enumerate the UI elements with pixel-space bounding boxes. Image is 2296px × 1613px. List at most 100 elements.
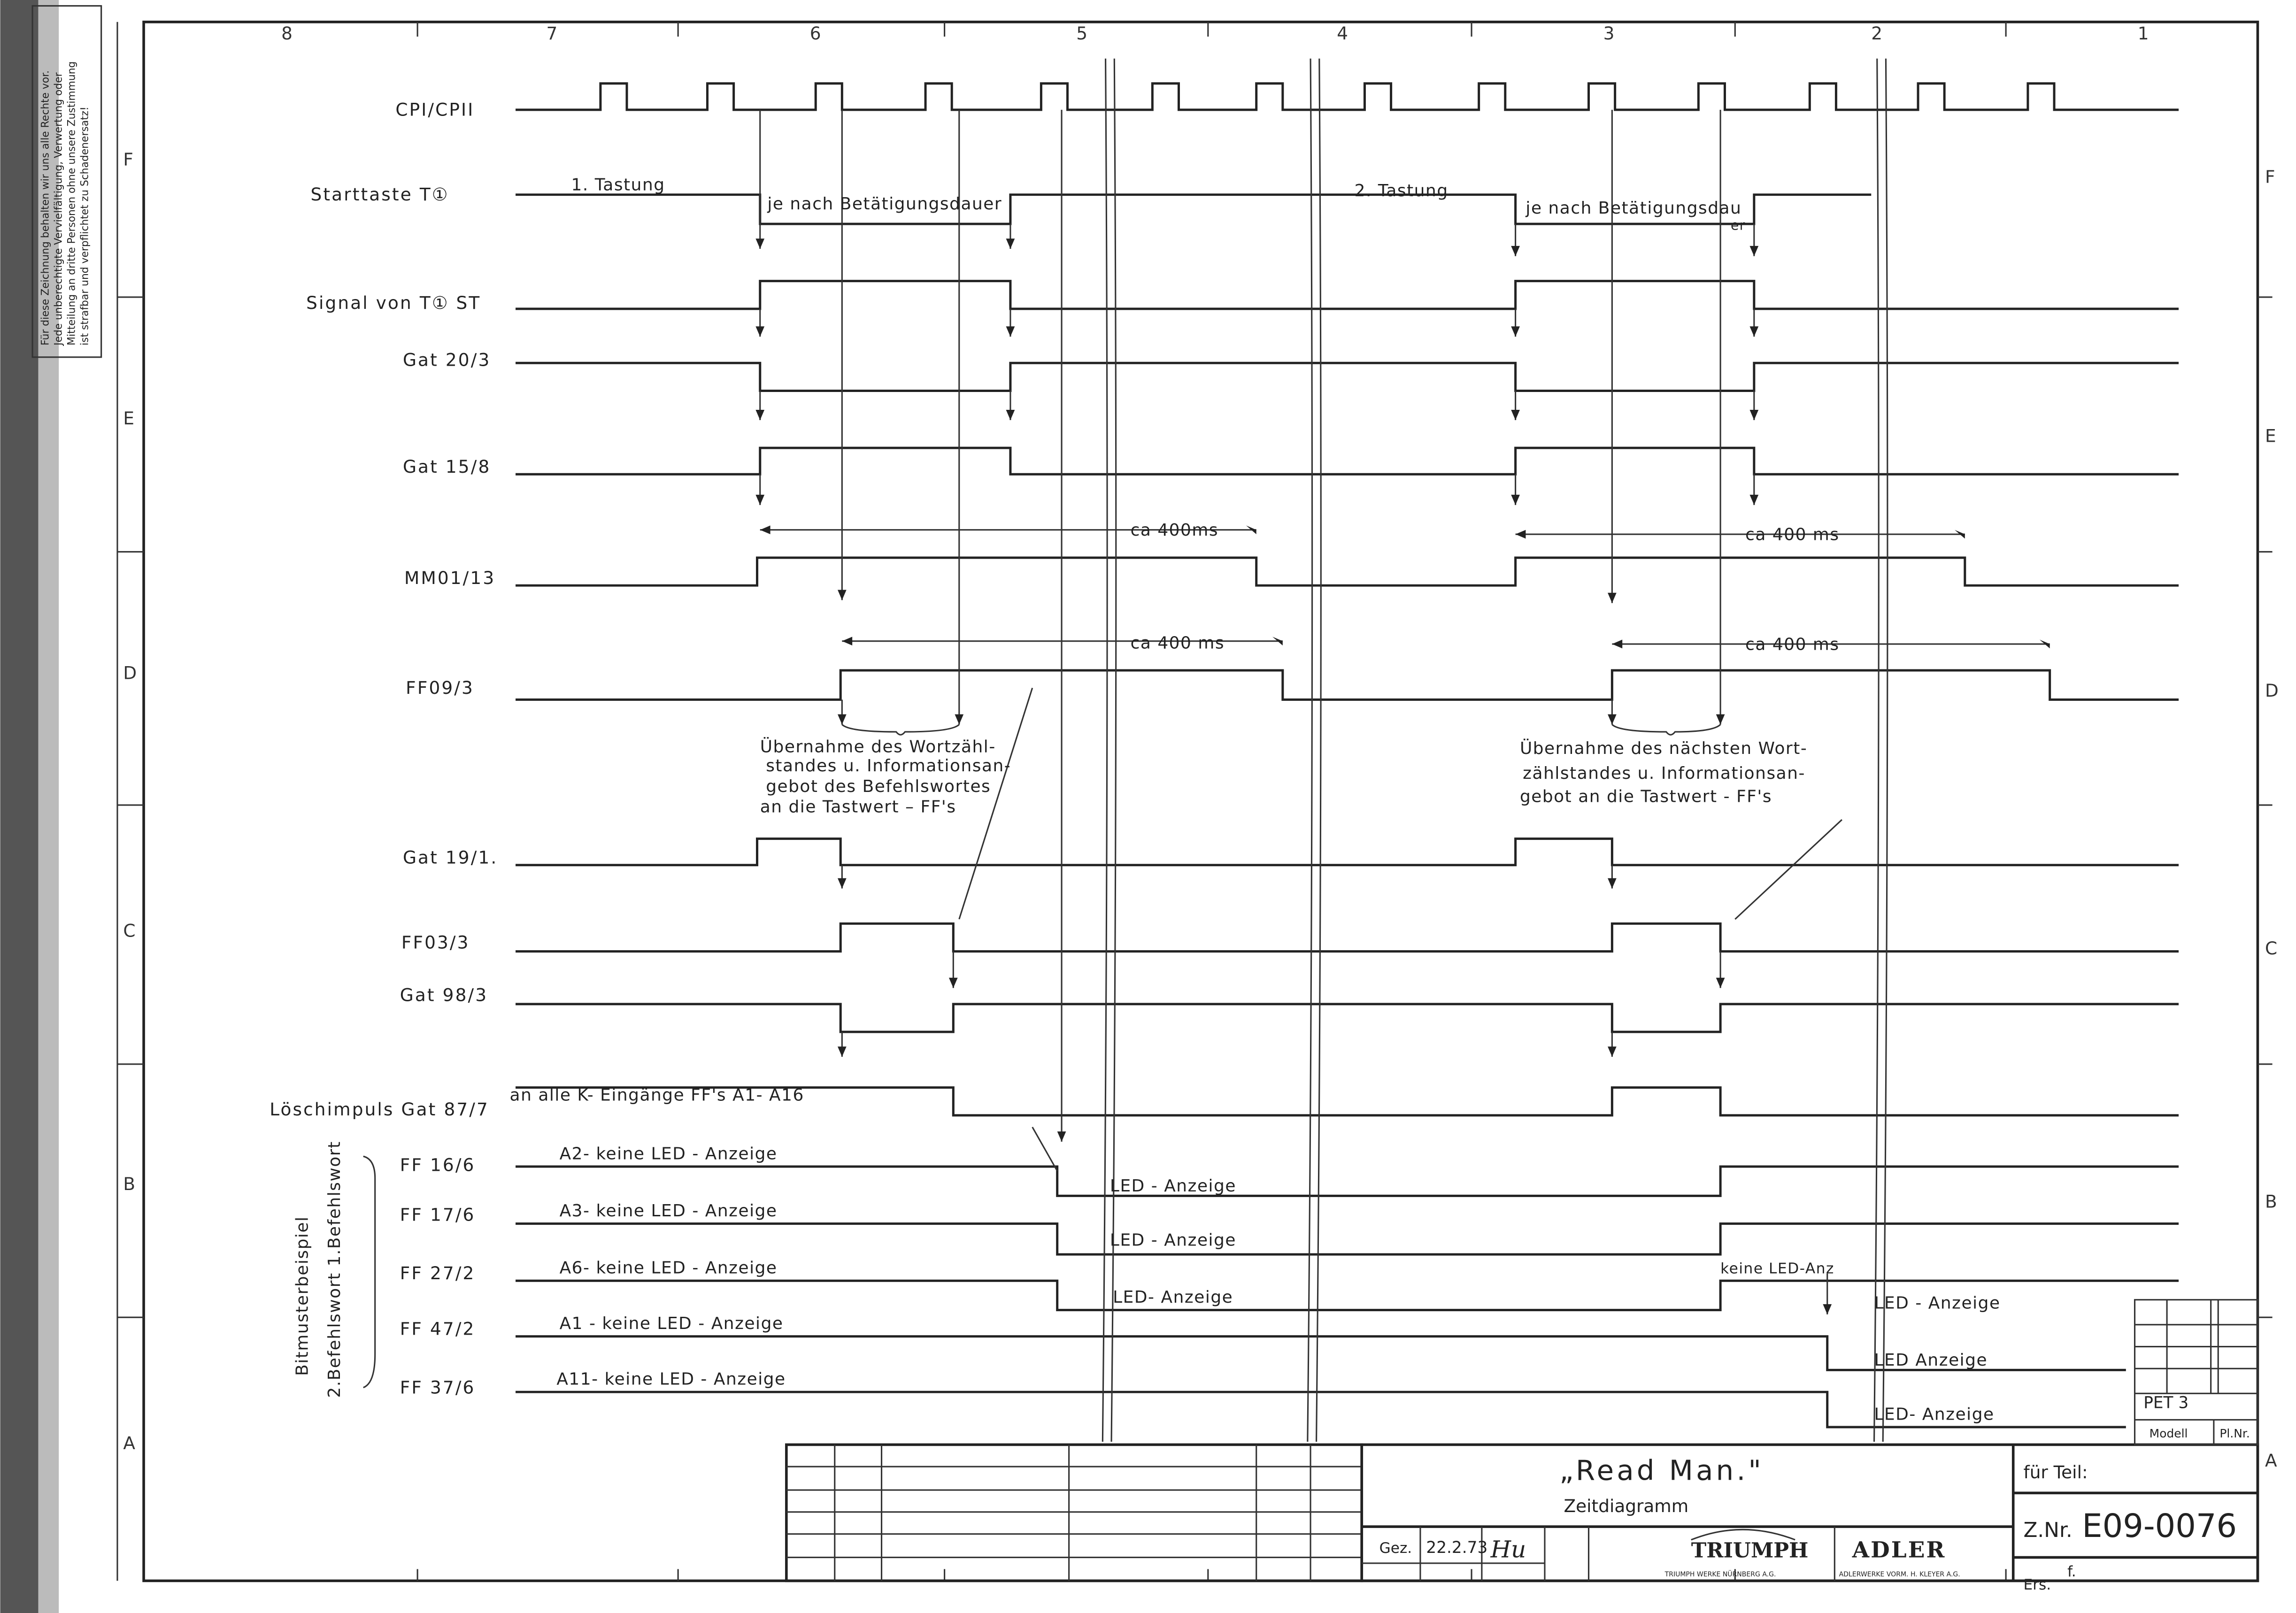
annotation-led-37a: LED Anzeige: [1874, 1351, 1988, 1370]
grid-column-label: 7: [547, 23, 558, 44]
signal-label: FF 27/2: [400, 1263, 476, 1283]
annotation-betaetigung-1: je nach Betätigungsdauer: [767, 194, 1002, 214]
signal-label: Gat 19/1.: [403, 847, 498, 868]
grid-row-label-left: F: [123, 149, 133, 169]
plnr-label: Pl.Nr.: [2219, 1427, 2250, 1440]
grid-row-label-left: A: [123, 1433, 135, 1453]
signal-label: Gat 20/3: [403, 349, 491, 370]
svg-text:zählstandes u. Informationsan-: zählstandes u. Informationsan-: [1523, 764, 1805, 783]
gez-label: Gez.: [1379, 1540, 1412, 1557]
signal-label: FF 16/6: [400, 1154, 476, 1175]
annotation-loeschimpuls: an alle K- Eingänge FF's A1- A16: [510, 1086, 804, 1105]
signal-label: Gat 15/8: [403, 456, 491, 477]
drawing-number: E09-0076: [2082, 1507, 2237, 1545]
grid-column-label: 2: [1871, 23, 1882, 44]
copyright-notice-line: Für diese Zeichnung behalten wir uns all…: [39, 70, 51, 346]
grid-row-label-left: B: [123, 1174, 135, 1194]
waveform-0: [516, 82, 2179, 111]
annotation-ca400-ff-2: ca 400 ms: [1745, 635, 1839, 654]
waveform-15: [516, 1390, 2126, 1429]
copyright-notice-box: [31, 5, 102, 358]
break-line: [1882, 58, 1888, 1442]
annotation-led-47: LED - Anzeige: [1874, 1293, 2001, 1313]
causality-arrows: [755, 109, 2050, 1314]
grid-column-label: 4: [1337, 23, 1348, 44]
signal-label: Signal von T① ST: [306, 292, 481, 313]
model-value: PET 3: [2143, 1393, 2188, 1412]
annotation-led-16: LED - Anzeige: [1110, 1176, 1236, 1196]
grid-row-label-left: C: [123, 920, 135, 941]
signal-label: Gat 98/3: [400, 985, 488, 1006]
waveform-11: [516, 1165, 2179, 1197]
waveform-6: [516, 669, 2179, 701]
adler-logo: ADLER: [1852, 1537, 1946, 1563]
waveform-9: [516, 1003, 2179, 1033]
time-break-lines: [1102, 58, 1888, 1442]
waveform-12: [516, 1222, 2179, 1256]
waveform-7: [516, 837, 2179, 867]
annotation-ca400-mm-1: ca 400ms: [1131, 521, 1219, 540]
copyright-notice-line: Mitteilung an dritte Personen ohne unser…: [66, 61, 78, 346]
grid-row-label-right: A: [2265, 1450, 2277, 1471]
svg-text:Übernahme des nächsten Wort-: Übernahme des nächsten Wort-: [1520, 738, 1807, 758]
waveform-3: [516, 361, 2179, 392]
grid-row-label-left: D: [123, 663, 137, 684]
annotation-ca400-mm-2: ca 400 ms: [1745, 525, 1839, 545]
annotation-tastung-1: 1. Tastung: [571, 175, 665, 194]
break-line: [1307, 58, 1313, 1442]
grid-column-label: 3: [1603, 23, 1615, 44]
adler-company: ADLERWERKE VORM. H. KLEYER A.G.: [1839, 1571, 1960, 1578]
break-line: [1316, 58, 1322, 1442]
triumph-company: TRIUMPH WERKE NÜRNBERG A.G.: [1664, 1570, 1776, 1578]
svg-text:an die Tastwert – FF's: an die Tastwert – FF's: [760, 797, 956, 816]
waveform-5: [516, 556, 2179, 587]
copyright-notice-line: Jede unberechtigte Vervielfältigung, Ver…: [53, 72, 64, 346]
revision-table: [785, 1443, 1364, 1582]
signal-label: CPI/CPII: [395, 99, 474, 120]
annotation-a2: A2- keine LED - Anzeige: [560, 1144, 778, 1163]
svg-text:Übernahme des Wortzähl-: Übernahme des Wortzähl-: [760, 737, 996, 757]
annotation-a1: A1 - keine LED - Anzeige: [560, 1314, 784, 1333]
annotation-betaetigung-2b: er: [1731, 218, 1746, 233]
annotation-a11: A11- keine LED - Anzeige: [556, 1370, 786, 1389]
bitmuster-label-2: 2.Befehlswort 1.Befehlswort: [325, 1141, 344, 1398]
model-label: Modell: [2150, 1427, 2188, 1440]
annotation-led-27: LED- Anzeige: [1113, 1288, 1233, 1307]
triumph-logo: TRIUMPH: [1691, 1539, 1809, 1563]
grid-row-label-right: C: [2265, 938, 2277, 959]
annotation-ca400-ff-1: ca 400 ms: [1131, 633, 1225, 653]
grid-column-label: 8: [281, 23, 293, 44]
waveform-10: [516, 1086, 2179, 1117]
svg-text:gebot des Befehlswortes: gebot des Befehlswortes: [766, 777, 991, 796]
annotation-uebernahme-1: Übernahme des Wortzähl- standes u. Infor…: [760, 737, 1011, 817]
waveform-4: [516, 446, 2179, 476]
signal-label: FF 47/2: [400, 1319, 476, 1339]
signal-label: FF 37/6: [400, 1377, 476, 1398]
waveform-2: [516, 280, 2179, 310]
bitmuster-label: Bitmusterbeispiel: [293, 1216, 312, 1375]
signal-label: Löschimpuls Gat 87/7: [270, 1099, 489, 1120]
annotation-tastung-2: 2. Tastung: [1355, 181, 1448, 200]
drawing-frame: [142, 20, 2259, 1582]
fuer-teil-label: für Teil:: [2024, 1462, 2088, 1482]
annotation-led-37b: LED- Anzeige: [1874, 1405, 1995, 1424]
break-line: [1110, 58, 1117, 1442]
grid-row-label-right: E: [2265, 426, 2276, 446]
annotation-uebernahme-2: Übernahme des nächsten Wort- zählstandes…: [1520, 738, 1807, 806]
grid-row-label-left: E: [123, 408, 134, 429]
copyright-notice-line: ist strafbar und verpflichtet zu Schaden…: [79, 107, 91, 346]
signature: Hu: [1490, 1536, 1526, 1563]
signal-label: FF09/3: [406, 677, 474, 698]
annotation-betaetigung-2: je nach Betätigungsdau: [1525, 199, 1741, 218]
drawn-date: 22.2.73: [1426, 1538, 1487, 1557]
waveform-14: [516, 1335, 2126, 1371]
drawing-subtitle: Zeitdiagramm: [1564, 1496, 1689, 1516]
svg-text:standes u. Informationsan-: standes u. Informationsan-: [766, 756, 1011, 776]
grid-column-label: 5: [1076, 23, 1087, 44]
signal-label: Starttaste T①: [311, 184, 449, 205]
grid-row-label-right: F: [2265, 167, 2275, 187]
waveform-13: [516, 1279, 2179, 1312]
ers-value: f.: [2067, 1563, 2076, 1580]
